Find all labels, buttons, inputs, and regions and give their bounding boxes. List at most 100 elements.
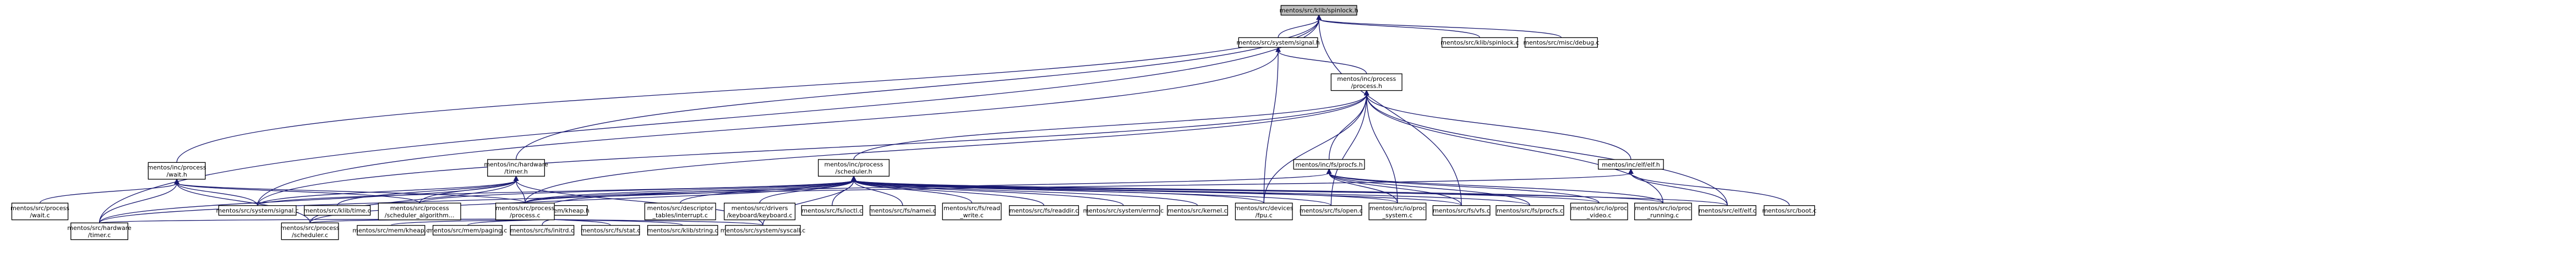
file-node[interactable]: mentos/src/io/proc_system.c [1368,202,1427,221]
arrowhead-icon [1275,46,1281,52]
file-node[interactable]: mentos/src/fs/procfs.c [1496,205,1564,216]
file-node[interactable]: mentos/inc/process/process.h [1330,73,1402,91]
node-label: /process.c [510,212,541,219]
node-box [724,202,796,221]
node-label: /timer.h [504,168,528,175]
file-node[interactable]: mentos/src/process/scheduler.c [281,222,340,240]
edge-line [853,179,1124,206]
file-node[interactable]: mentos/src/fs/stat.c [581,225,641,235]
file-node[interactable]: mentos/src/system/signal.c [216,205,299,216]
file-node[interactable]: mentos/src/kernel.c [1167,205,1229,216]
node-box [1698,205,1756,216]
file-node[interactable]: mentos/src/fs/initrd.c [510,225,575,235]
file-node[interactable]: mentos/src/elf/elf.c [1698,205,1756,216]
file-node[interactable]: mentos/src/fs/namei.c [869,205,936,216]
node-label: mentos/src/system/signal.h [1237,39,1320,46]
node-label: mentos/src/mem/paging.c [428,227,507,234]
include-edge [1316,14,1481,39]
include-edge [257,46,1281,206]
node-box [1330,73,1402,91]
arrowhead-icon [1363,90,1369,96]
edge-line [525,94,1367,204]
file-node[interactable]: mentos/inc/fs/procfs.h [1293,159,1365,170]
file-node[interactable]: mentos/src/fs/ioctl.c [801,205,863,216]
node-label: mentos/inc/elf/elf.h [1602,161,1660,168]
edge-line [1278,19,1319,38]
edge-line [99,183,177,223]
include-edge [853,90,1369,160]
node-label: mentos/src/fs/initrd.c [510,227,574,234]
file-node[interactable]: mentos/src/drivers/keyboard/keyboard.c [724,202,796,221]
file-node[interactable]: mentos/src/fs/vfs.c [1432,205,1491,216]
include-edge [1363,90,1631,160]
file-node[interactable]: mentos/src/hardware/timer.c [67,222,132,240]
node-box [432,225,503,235]
edge-line [1328,173,1531,206]
edge-line [176,19,1319,163]
file-node[interactable]: mentos/src/io/proc_running.c [1634,202,1692,221]
edge-line [525,172,1631,204]
file-node[interactable]: mentos/src/klib/string.c [647,225,718,235]
node-box [1280,5,1357,16]
edge-line [1330,94,1367,206]
file-node[interactable]: mentos/src/klib/time.c [304,205,371,216]
file-node[interactable]: mentos/src/io/proc_video.c [1570,202,1628,221]
node-label: mentos/src/fs/open.c [1300,207,1363,214]
include-edge [525,168,1332,204]
node-box [1087,205,1160,216]
edge-line [1630,173,1790,206]
file-node[interactable]: mentos/src/misc/debug.c [1523,37,1600,48]
node-label: mentos/src/process [495,205,554,212]
file-node[interactable]: mentos/src/boot.c [1762,205,1816,216]
file-node[interactable]: mentos/src/process/scheduler_algorithm..… [378,202,461,221]
node-label: mentos/src/klib/string.c [647,227,718,234]
node-label: mentos/src/io/proc [1635,205,1691,212]
node-label: mentos/inc/process [148,164,206,171]
file-node[interactable]: mentos/src/fs/readdir.c [1009,205,1079,216]
file-node[interactable]: mentos/src/fs/read_write.c [942,202,1002,221]
file-node[interactable]: mentos/src/mem/kheap.c [352,225,429,235]
node-box [495,202,555,221]
file-node[interactable]: mentos/src/fs/open.c [1300,205,1363,216]
edge-line [1328,172,1664,204]
file-node[interactable]: mentos/src/system/errno.c [1083,205,1164,216]
file-node[interactable]: mentos/src/process/process.c [495,202,555,221]
file-node[interactable]: mentos/src/system/syscall.c [721,225,806,235]
file-node[interactable]: mentos/inc/hardware/timer.h [484,159,548,177]
node-label: mentos/src/fs/namei.c [869,207,936,214]
node-box [11,202,69,221]
file-node[interactable]: mentos/inc/process/scheduler.h [818,159,890,177]
file-node[interactable]: mentos/src/descriptor_tables/interrupt.c [644,202,716,221]
node-label: mentos/src/fs/read [943,205,1000,212]
include-edge [1628,168,1790,206]
file-node[interactable]: mentos/src/klib/spinlock.c [1440,37,1519,48]
file-node[interactable]: mentos/src/system/signal.h [1237,37,1320,48]
node-label: mentos/src/klib/time.c [304,207,371,214]
edge-line [1366,94,1631,160]
node-box [281,222,339,240]
edge-line [853,179,1331,206]
edge-line [515,19,1319,160]
include-edge [1263,46,1281,204]
include-edge [1316,14,1562,39]
file-node[interactable]: mentos/src/devices/fpu.c [1235,202,1294,221]
node-label: mentos/src/kernel.c [1168,207,1227,214]
arrowhead-icon [1628,168,1634,174]
node-label: mentos/src/misc/debug.c [1523,39,1599,46]
edge-layer [39,14,1790,226]
node-label: mentos/src/process [10,205,69,212]
node-label: mentos/src/system/syscall.c [721,227,806,234]
include-edge [525,168,1634,204]
node-box [647,225,718,235]
file-node[interactable]: mentos/src/mem/paging.c [428,225,507,235]
node-box [304,205,371,216]
node-box [818,159,890,177]
node-label: mentos/src/process [281,224,340,232]
include-edge [176,14,1322,163]
file-node[interactable]: mentos/inc/process/wait.h [148,162,206,180]
node-label: mentos/src/io/proc [1369,205,1426,212]
file-node[interactable]: mentos/inc/elf/elf.h [1598,159,1664,170]
file-node[interactable]: mentos/src/process/wait.c [10,202,69,221]
edge-line [853,180,903,206]
